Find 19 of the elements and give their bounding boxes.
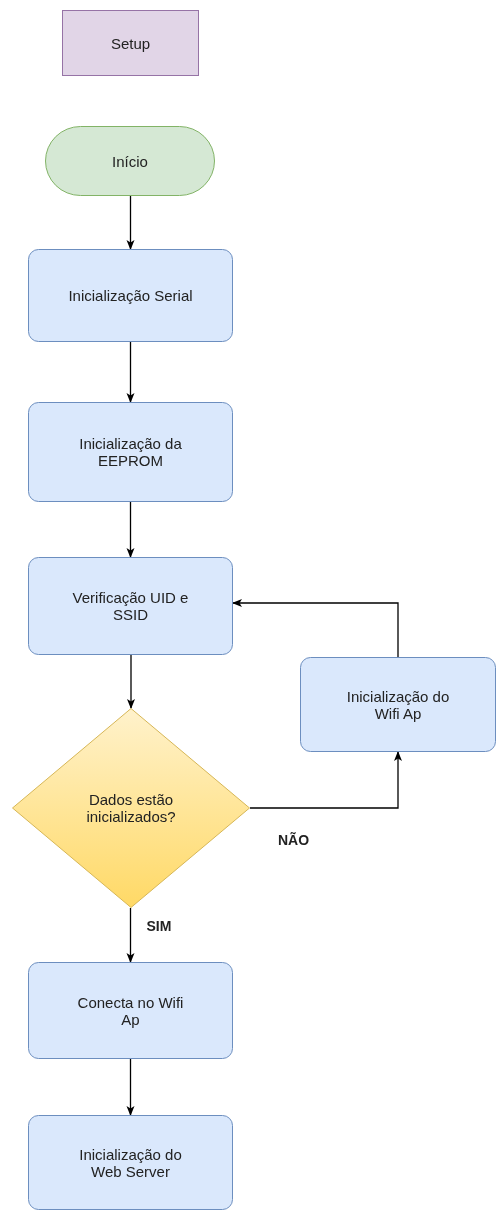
node-label: Inicialização do Web Server <box>78 1145 183 1180</box>
node-label: Início <box>111 152 149 170</box>
node-label: Inicialização do Wifi Ap <box>345 687 451 722</box>
node-label: Conecta no Wifi Ap <box>76 993 185 1028</box>
node-label: Verificação UID e SSID <box>71 589 190 623</box>
arrow <box>126 1058 135 1116</box>
node-label: Inicialização Serial <box>67 287 194 304</box>
node-label: Setup <box>109 34 152 52</box>
edge-label: NÃO <box>276 832 312 848</box>
node-label: Inicialização da EEPROM <box>78 435 183 469</box>
arrow <box>232 599 399 658</box>
node-label: Dados estão inicializados? <box>85 791 177 825</box>
arrow <box>127 654 135 709</box>
arrow <box>249 751 402 809</box>
arrow <box>126 907 135 963</box>
arrow <box>126 341 135 403</box>
arrow <box>126 501 135 558</box>
edge-label: SIM <box>144 918 174 934</box>
arrow <box>126 195 135 250</box>
